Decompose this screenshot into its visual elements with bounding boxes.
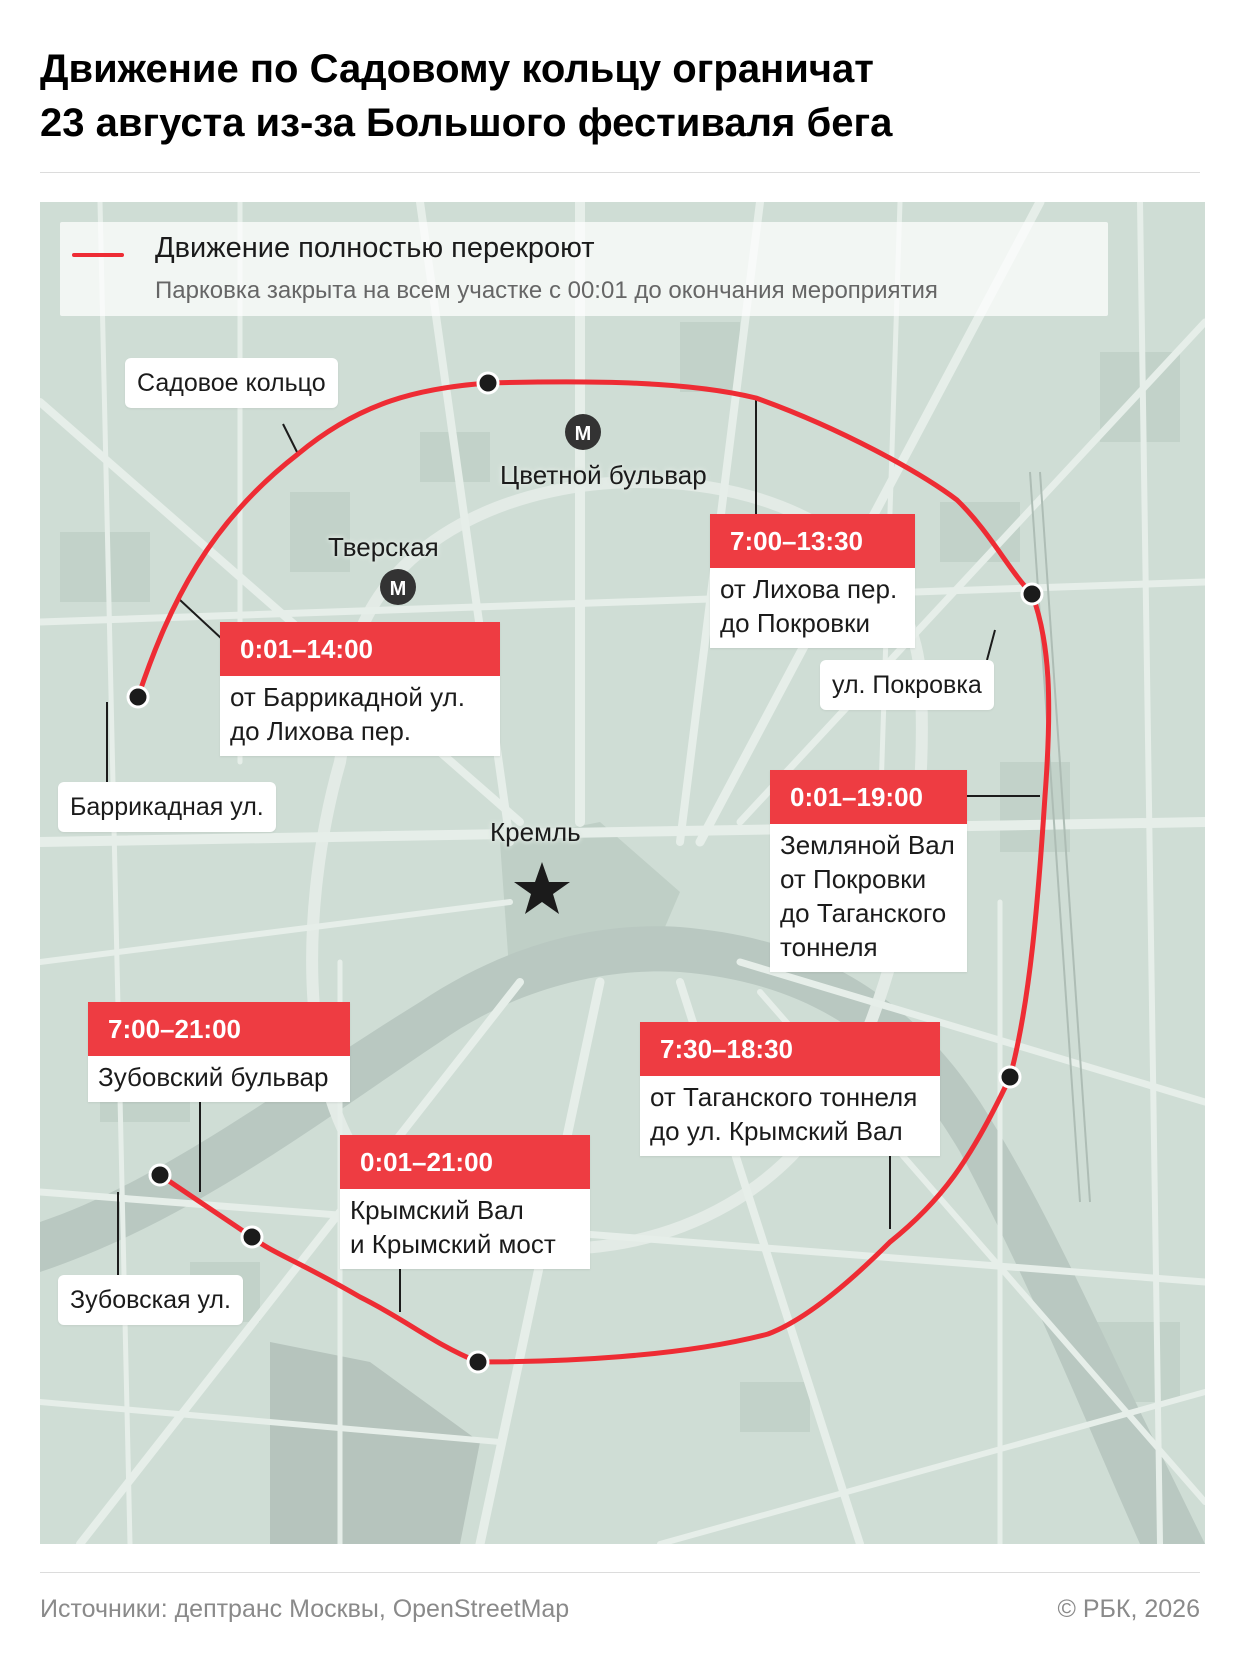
segment-time: 0:01–14:00 xyxy=(220,622,500,676)
label-tsvetnoy-bulvar: Цветной бульвар xyxy=(500,460,707,490)
label-tverskaya: Тверская xyxy=(328,532,439,562)
segment-card-barrikadnaya: 0:01–14:00 от Баррикадной ул. до Лихова … xyxy=(220,622,500,756)
segment-time: 7:30–18:30 xyxy=(640,1022,940,1076)
footer-divider xyxy=(40,1572,1200,1573)
metro-circle-icon: М xyxy=(565,414,601,450)
segment-description: Зубовский бульвар xyxy=(98,1062,329,1092)
label-pokrovka: ул. Покровка xyxy=(820,660,994,710)
route-point-icon xyxy=(240,1225,264,1249)
svg-text:М: М xyxy=(575,423,592,445)
route-point-icon xyxy=(998,1065,1022,1089)
map-area[interactable]: М М Движение полностью перекроют Парковк… xyxy=(40,202,1205,1544)
segment-time: 0:01–21:00 xyxy=(340,1135,590,1189)
footer-sources: Источники: дептранс Москвы, OpenStreetMa… xyxy=(40,1595,570,1623)
star-icon xyxy=(514,862,570,914)
segment-card-zemlyanoy-val: 0:01–19:00 Земляной Вал от Покровки до Т… xyxy=(770,770,967,972)
header-divider xyxy=(40,172,1200,173)
legend: Движение полностью перекроют Парковка за… xyxy=(60,222,1108,316)
segment-time: 7:00–21:00 xyxy=(88,1002,350,1056)
segment-time: 0:01–19:00 xyxy=(770,770,967,824)
label-kreml: Кремль xyxy=(490,817,581,847)
segment-description: от Таганского тоннеля до ул. Крымский Ва… xyxy=(650,1082,918,1146)
route-point-icon xyxy=(1020,582,1044,606)
route-line xyxy=(135,379,1052,1365)
metro-circle-icon: М xyxy=(380,569,416,605)
footer-copyright: © РБК, 2026 xyxy=(1057,1595,1200,1623)
legend-route-swatch xyxy=(72,253,124,257)
legend-title: Движение полностью перекроют xyxy=(155,232,595,264)
route-point-icon xyxy=(126,685,150,709)
label-barrikadnaya: Баррикадная ул. xyxy=(58,782,276,832)
segment-time: 7:00–13:30 xyxy=(710,514,915,568)
route-point-icon xyxy=(466,1350,490,1374)
svg-text:М: М xyxy=(390,578,407,600)
segment-description: Земляной Вал от Покровки до Таганского т… xyxy=(780,830,955,962)
route-point-icon xyxy=(148,1163,172,1187)
segment-card-taganskiy: 7:30–18:30 от Таганского тоннеля до ул. … xyxy=(640,1022,940,1156)
segment-description: Крымский Вал и Крымский мост xyxy=(350,1195,556,1259)
segment-card-zubovskiy: 7:00–21:00 Зубовский бульвар xyxy=(88,1002,350,1102)
segment-card-krymskiy: 0:01–21:00 Крымский Вал и Крымский мост xyxy=(340,1135,590,1269)
label-sadovoe-koltso: Садовое кольцо xyxy=(125,358,338,408)
page-title: Движение по Садовому кольцу ограничат 23… xyxy=(40,47,893,145)
legend-subtitle: Парковка закрыта на всем участке с 00:01… xyxy=(155,277,938,304)
segment-card-likhov: 7:00–13:30 от Лихова пер. до Покровки xyxy=(710,514,915,648)
route-point-icon xyxy=(476,371,500,395)
segment-description: от Баррикадной ул. до Лихова пер. xyxy=(230,682,465,746)
label-zubovskaya: Зубовская ул. xyxy=(58,1275,243,1325)
segment-description: от Лихова пер. до Покровки xyxy=(720,574,898,638)
